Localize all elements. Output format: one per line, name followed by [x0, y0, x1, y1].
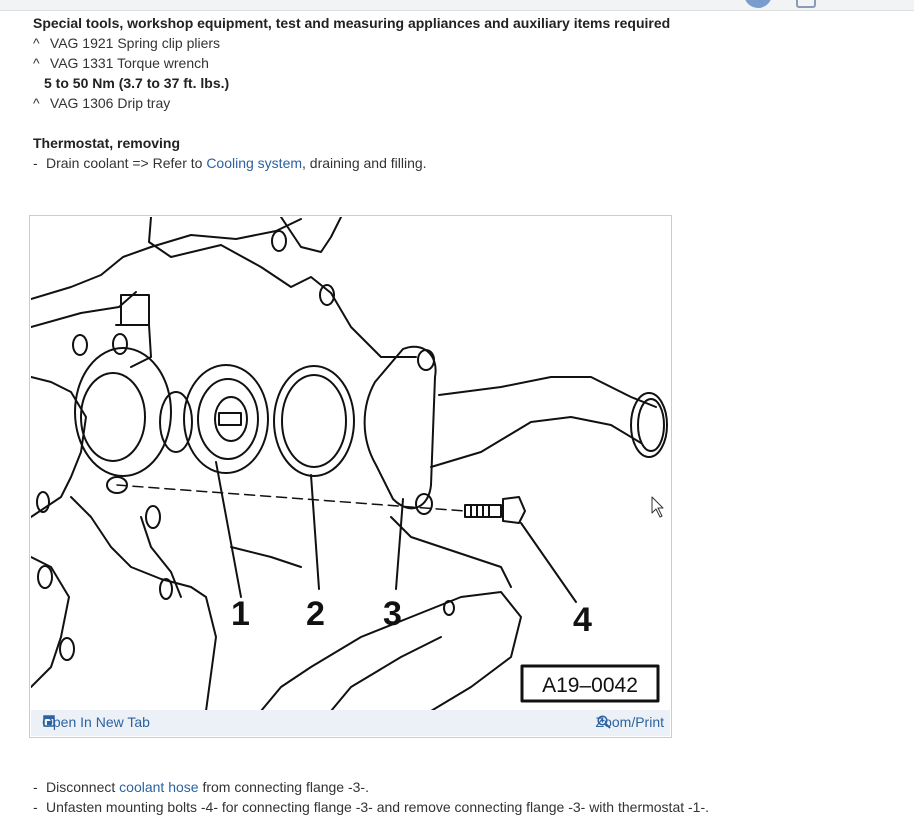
tool-item-text: VAG 1331 Torque wrench	[49, 55, 209, 71]
dash-marker: -	[33, 779, 38, 795]
callout-4: 4	[573, 601, 592, 639]
tools-heading: Special tools, workshop equipment, test …	[33, 15, 671, 31]
toolbar-icon[interactable]	[796, 0, 816, 8]
step-item: -Drain coolant => Refer to Cooling syste…	[33, 153, 893, 173]
step-text: Unfasten mounting bolts -4- for connecti…	[46, 799, 710, 815]
thermostat-figure: 1 2 3 4 A19–0042 Open In New Tab Zoom/	[29, 215, 672, 738]
removal-steps: -Disconnect coolant hose from connecting…	[33, 777, 893, 817]
engine-block-drawing	[31, 217, 522, 711]
figure-code-box	[520, 664, 660, 703]
thermostat-diagram: 1 2 3 4 A19–0042	[31, 217, 668, 711]
new-tab-icon	[43, 715, 55, 727]
seal-ring-part	[273, 365, 355, 477]
step-text: Drain coolant => Refer to	[46, 155, 207, 171]
open-in-new-tab-label: Open In New Tab	[42, 714, 150, 730]
zoom-print-button[interactable]: Zoom/Print	[596, 714, 664, 730]
callout-2: 2	[306, 595, 325, 633]
tool-item: ^ VAG 1306 Drip tray	[33, 93, 893, 113]
figure-toolbar: Open In New Tab Zoom/Print	[31, 710, 670, 736]
dash-marker: -	[33, 799, 38, 815]
figure-code: A19–0042	[542, 674, 638, 697]
thermostat-part	[159, 364, 269, 474]
connecting-flange-part	[363, 345, 668, 515]
open-in-new-tab-button[interactable]: Open In New Tab	[42, 714, 150, 730]
step-text: Disconnect	[46, 779, 120, 795]
caret-marker: ^	[33, 55, 40, 71]
tool-item: ^ VAG 1331 Torque wrench	[33, 53, 893, 73]
coolant-hose-link[interactable]: coolant hose	[119, 779, 199, 795]
zoom-print-label: Zoom/Print	[595, 714, 664, 730]
step-item: -Unfasten mounting bolts -4- for connect…	[33, 797, 893, 817]
mounting-bolt-part	[464, 496, 526, 524]
torque-spec: 5 to 50 Nm (3.7 to 37 ft. lbs.)	[44, 75, 230, 91]
tool-item-text: VAG 1921 Spring clip pliers	[49, 35, 221, 51]
callout-3: 3	[383, 595, 402, 633]
step-text: from connecting flange -3-.	[198, 779, 369, 795]
tool-item-text: VAG 1306 Drip tray	[49, 95, 171, 111]
step-item: -Disconnect coolant hose from connecting…	[33, 777, 893, 797]
caret-marker: ^	[33, 95, 40, 111]
caret-marker: ^	[33, 35, 40, 51]
user-avatar[interactable]	[744, 0, 772, 8]
mouse-cursor-icon	[651, 496, 664, 518]
document-content: Special tools, workshop equipment, test …	[33, 13, 893, 173]
zoom-magnifier-icon	[596, 715, 611, 729]
section-heading: Thermostat, removing	[33, 135, 181, 151]
step-text: , draining and filling.	[302, 155, 427, 171]
callout-leaders	[215, 461, 577, 603]
assembly-axis-line	[116, 484, 466, 512]
dash-marker: -	[33, 155, 38, 171]
top-toolbar	[0, 0, 914, 11]
tool-item: ^ VAG 1921 Spring clip pliers	[33, 33, 893, 53]
callout-1: 1	[231, 595, 250, 633]
cooling-system-link[interactable]: Cooling system	[206, 155, 303, 171]
